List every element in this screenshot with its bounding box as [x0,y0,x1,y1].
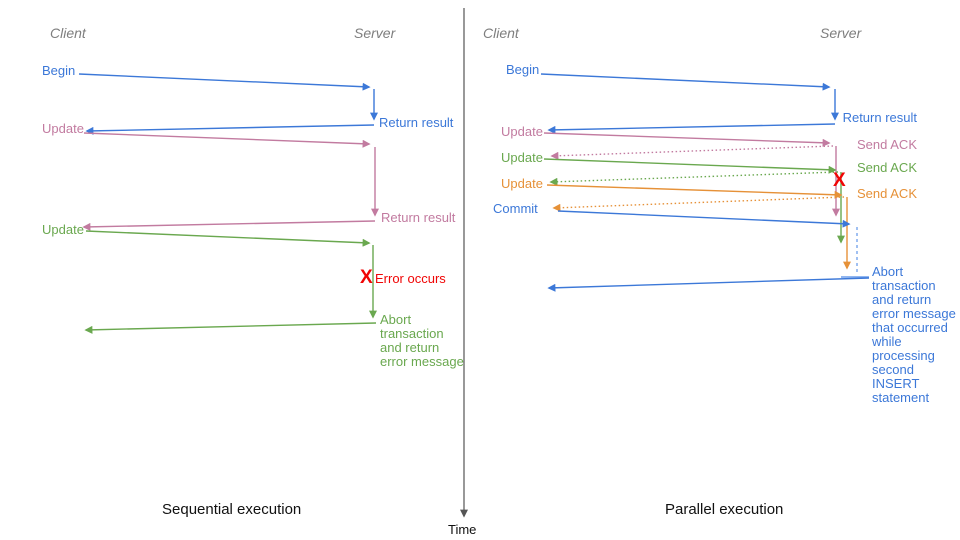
par-abort-note: Abort transaction and return error messa… [872,264,956,405]
par-panel-title: Parallel execution [665,501,784,518]
par-update3-request-line [546,184,843,199]
par-update2-ack-line [549,171,839,186]
seq-update1-flow [82,132,379,231]
par-send-ack-2-label: Send ACK [857,160,917,175]
par-update2-request-line [543,158,837,174]
par-begin-label: Begin [506,62,540,77]
seq-return-result-2-label: Return result [381,210,456,225]
par-begin-response-line [547,123,836,134]
time-axis-label: Time [448,522,477,537]
seq-begin-label: Begin [42,63,76,78]
seq-update1-request-line [83,132,371,148]
par-update2-flow [543,158,845,244]
par-update3-ack-line [552,196,845,212]
par-begin-request-line [540,73,831,91]
par-begin-flow [540,73,839,134]
par-client-header: Client [483,25,519,41]
seq-update2-flow [84,230,377,334]
par-abort-response-line [547,277,870,292]
par-update1-ack-line [550,145,834,160]
seq-abort-response-line [84,322,377,334]
par-send-ack-1-label: Send ACK [857,137,917,152]
par-commit-flow [547,210,870,292]
par-send-ack-3-label: Send ACK [857,186,917,201]
seq-return-result-1-label: Return result [379,115,454,130]
seq-begin-response-line [85,124,375,135]
seq-client-header: Client [50,25,86,41]
seq-error-occurs-label: Error occurs [375,271,446,286]
par-update-2-label: Update [501,150,543,165]
seq-update1-response-line [82,220,376,231]
par-server-header: Server [820,25,862,41]
seq-update-2-label: Update [42,222,84,237]
par-return-result-label: Return result [842,110,917,125]
seq-panel-title: Sequential execution [162,501,302,518]
par-commit-request-line [557,210,851,228]
seq-update-1-label: Update [42,121,84,136]
seq-server-header: Server [354,25,396,41]
par-update-3-label: Update [501,176,543,191]
par-error-x-icon: X [833,170,846,191]
par-update3-flow [546,184,851,270]
seq-update2-request-line [85,230,371,247]
seq-abort-note: Abort transaction and return error messa… [380,312,464,369]
par-update-1-label: Update [501,124,543,139]
seq-begin-request-line [78,73,371,91]
seq-begin-flow [78,73,378,135]
par-update1-flow [543,132,840,217]
par-update1-request-line [543,132,831,147]
seq-error-x-icon: X [360,267,373,288]
par-commit-label: Commit [493,201,538,216]
